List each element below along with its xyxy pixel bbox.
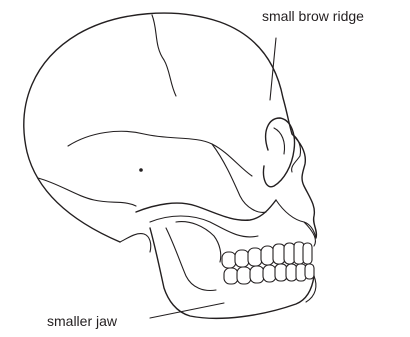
brow-ridge-leader (270, 38, 276, 100)
cranium-outline (24, 13, 317, 242)
temporal-line (38, 178, 136, 206)
squamosal-suture (68, 131, 252, 176)
mandible-ramus-front (166, 228, 216, 290)
coronoid-outline (176, 222, 221, 262)
zygomatic-lower (150, 216, 258, 237)
cranium-dot (139, 168, 143, 172)
brow-ridge-label: small brow ridge (262, 9, 364, 23)
maxilla-outline (276, 200, 316, 238)
jaw-leader (150, 303, 224, 318)
lower-teeth (224, 264, 314, 284)
temporal-curve (212, 144, 266, 212)
jaw-label: smaller jaw (47, 314, 117, 328)
mastoid-outline (120, 234, 151, 252)
orbit-inner (274, 128, 285, 154)
skull-drawing (24, 13, 317, 318)
coronal-suture (152, 15, 176, 96)
